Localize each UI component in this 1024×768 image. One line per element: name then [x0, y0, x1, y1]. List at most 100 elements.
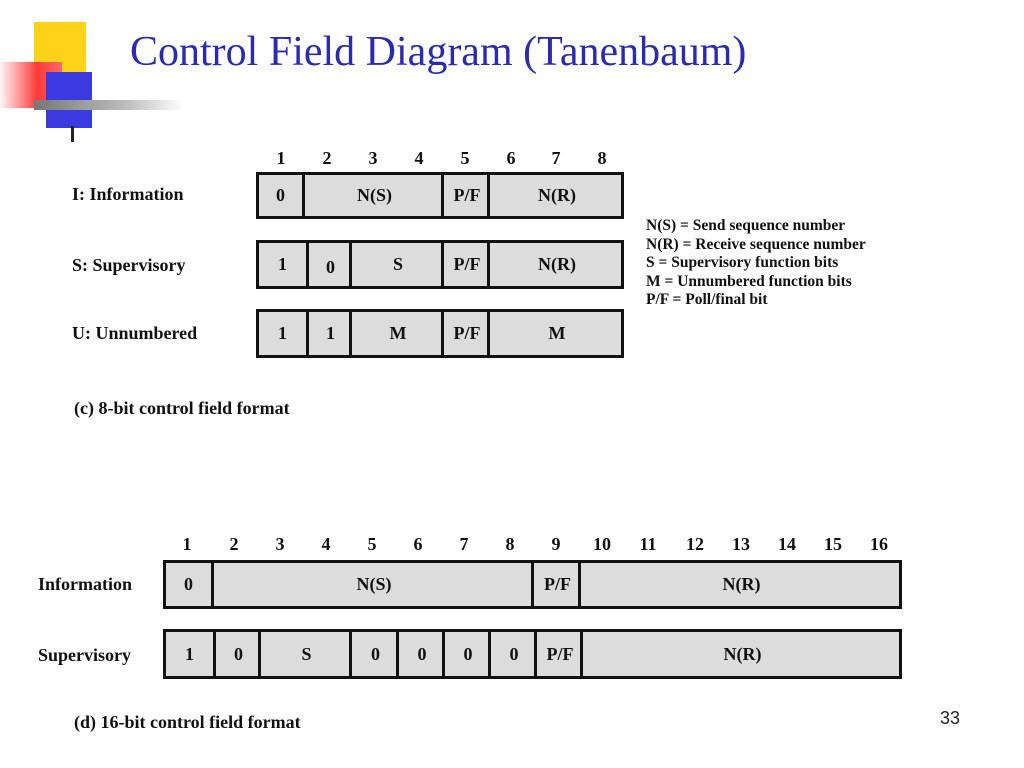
bit-number: 11: [639, 534, 657, 554]
bit-number: 12: [686, 534, 704, 554]
field-cell: 0: [259, 175, 302, 216]
field-cell: P/F: [531, 563, 581, 606]
field-cell: 0: [442, 632, 491, 676]
field-row-information: 0 N(S) P/F N(R): [256, 172, 624, 219]
bit-number: 13: [732, 534, 750, 554]
field-cell: S: [349, 243, 444, 286]
field-cell: N(R): [578, 563, 902, 606]
field-cell: 1: [259, 312, 306, 355]
legend-item: N(S) = Send sequence number: [646, 217, 846, 234]
row-label-unnumbered: U: Unnumbered: [72, 323, 198, 343]
row-label-information: I: Information: [72, 184, 184, 204]
field-value: N(S): [356, 574, 392, 594]
field-value: N(R): [538, 185, 576, 205]
bit-number: 8: [505, 534, 515, 554]
field-value: 0: [509, 643, 519, 664]
field-value: N(S): [357, 185, 392, 205]
field-value: P/F: [453, 323, 481, 343]
row-label-supervisory-16: Supervisory: [38, 645, 132, 665]
field-cell: P/F: [534, 632, 583, 676]
bit-number: 1: [276, 148, 286, 168]
bit-number: 1: [182, 534, 192, 554]
legend: N(S) = Send sequence number N(R) = Recei…: [646, 217, 866, 310]
bit-number: 5: [367, 534, 377, 554]
logo-gray-bar: [34, 100, 184, 110]
field-row-unnumbered: 1 1 M P/F M: [256, 309, 624, 358]
bit-number: 14: [778, 534, 796, 554]
field-value: 0: [463, 643, 473, 664]
field-cell: 0: [396, 632, 445, 676]
field-cell: M: [349, 312, 444, 355]
bit-number: 8: [597, 148, 607, 168]
field-cell: P/F: [441, 312, 490, 355]
bit-number: 10: [593, 534, 611, 554]
field-value: P/F: [453, 185, 481, 205]
field-row-supervisory-16: 1 0 S 0 0 0 0 P/F N(R): [163, 629, 902, 679]
field-cell: N(S): [302, 175, 444, 216]
field-cell: S: [258, 632, 352, 676]
field-value: 0: [326, 257, 335, 277]
slide-title: Control Field Diagram (Tanenbaum): [130, 29, 747, 75]
field-value: 0: [184, 574, 193, 594]
field-value: M: [389, 323, 407, 343]
bit-number: 7: [551, 148, 561, 168]
slide-logo: [0, 0, 190, 142]
field-cell: 0: [213, 632, 261, 676]
bit-number: 2: [322, 148, 332, 168]
field-cell: 0: [349, 632, 399, 676]
caption-8bit: (c) 8-bit control field format: [74, 398, 290, 418]
field-value: N(R): [723, 643, 762, 664]
row-label-information-16: Information: [38, 574, 132, 594]
bit-number: 3: [275, 534, 285, 554]
field-value: P/F: [544, 574, 571, 594]
field-cell: M: [487, 312, 624, 355]
bit-number: 7: [459, 534, 469, 554]
field-value: 0: [234, 643, 243, 664]
bit-number: 6: [413, 534, 423, 554]
legend-item: N(R) = Receive sequence number: [646, 235, 866, 253]
field-value: 0: [417, 643, 427, 664]
field-value: 1: [326, 323, 335, 343]
field-value: 1: [278, 254, 287, 274]
field-row-information-16: 0 N(S) P/F N(R): [163, 560, 902, 609]
legend-item: P/F = Poll/final bit: [646, 291, 768, 309]
legend-item: S = Supervisory function bits: [646, 254, 839, 272]
field-cell: 0: [166, 563, 211, 606]
field-value: P/F: [453, 254, 481, 274]
logo-tick: [71, 126, 74, 142]
legend-item: M = Unnumbered function bits: [646, 272, 852, 290]
field-row-supervisory: 1 0 S P/F N(R): [256, 240, 624, 289]
field-value: M: [548, 323, 566, 343]
field-value: S: [392, 254, 403, 274]
field-cell: N(R): [487, 243, 624, 286]
field-cell: P/F: [441, 175, 490, 216]
bit-number: 16: [870, 534, 888, 554]
field-cell: N(R): [580, 632, 902, 676]
field-cell: N(S): [211, 563, 534, 606]
field-value: N(R): [538, 254, 576, 274]
row-label-supervisory: S: Supervisory: [72, 255, 186, 275]
bit-number: 9: [551, 534, 561, 554]
bit-number: 6: [506, 148, 516, 168]
bit-number: 4: [321, 534, 331, 554]
bit-number: 3: [368, 148, 378, 168]
field-cell: 0: [306, 243, 352, 286]
caption-16bit: (d) 16-bit control field format: [74, 712, 301, 732]
field-cell: 1: [306, 312, 352, 355]
field-value: N(R): [722, 574, 761, 594]
bit-number: 4: [414, 148, 424, 168]
field-cell: 1: [259, 243, 306, 286]
field-value: 0: [276, 185, 285, 205]
field-value: 0: [371, 643, 380, 664]
field-value: 1: [278, 323, 287, 343]
field-cell: N(R): [487, 175, 624, 216]
field-cell: P/F: [441, 243, 490, 286]
field-cell: 1: [166, 632, 213, 676]
field-cell: 0: [488, 632, 537, 676]
field-value: 1: [185, 643, 194, 664]
bit-number: 15: [824, 534, 842, 554]
page-number: 33: [940, 708, 961, 728]
bit-number: 5: [460, 148, 470, 168]
field-value: S: [301, 643, 312, 664]
bit-number: 2: [229, 534, 239, 554]
